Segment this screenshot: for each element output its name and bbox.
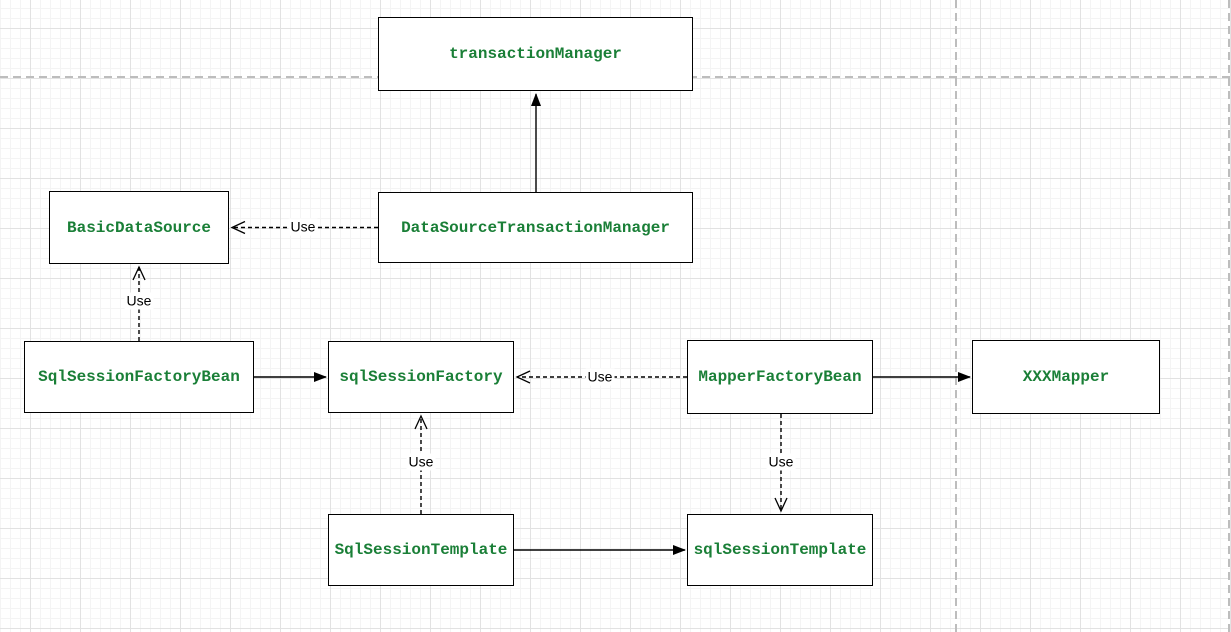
node-sqlsessiontemplate-bean[interactable]: sqlSessionTemplate [687, 514, 873, 586]
node-datasourcetransactionmanager[interactable]: DataSourceTransactionManager [378, 192, 693, 263]
edge-label-use-sqlsessiontemplate-sqlsessionfactory[interactable]: Use [406, 453, 436, 471]
edge-label-use-factorybean-basicdatasource[interactable]: Use [124, 292, 154, 310]
node-sqlsessionfactorybean[interactable]: SqlSessionFactoryBean [24, 341, 254, 413]
node-sqlsessiontemplate-class[interactable]: SqlSessionTemplate [328, 514, 514, 586]
edge-label-use-mapperfactorybean-sqlsessiontemplate[interactable]: Use [766, 453, 796, 471]
edge-label-use-mapperfactorybean-sqlsessionfactory[interactable]: Use [585, 368, 615, 386]
node-basicdatasource[interactable]: BasicDataSource [49, 191, 229, 264]
page-boundary-vertical [955, 0, 957, 632]
edge-label-use-dstm-basicdatasource[interactable]: Use [288, 218, 318, 236]
page-boundary-vertical-right [1228, 0, 1230, 632]
node-xxxmapper[interactable]: XXXMapper [972, 340, 1160, 414]
node-mapperfactorybean[interactable]: MapperFactoryBean [687, 340, 873, 414]
node-transactionmanager[interactable]: transactionManager [378, 17, 693, 91]
node-sqlsessionfactory[interactable]: sqlSessionFactory [328, 341, 514, 413]
